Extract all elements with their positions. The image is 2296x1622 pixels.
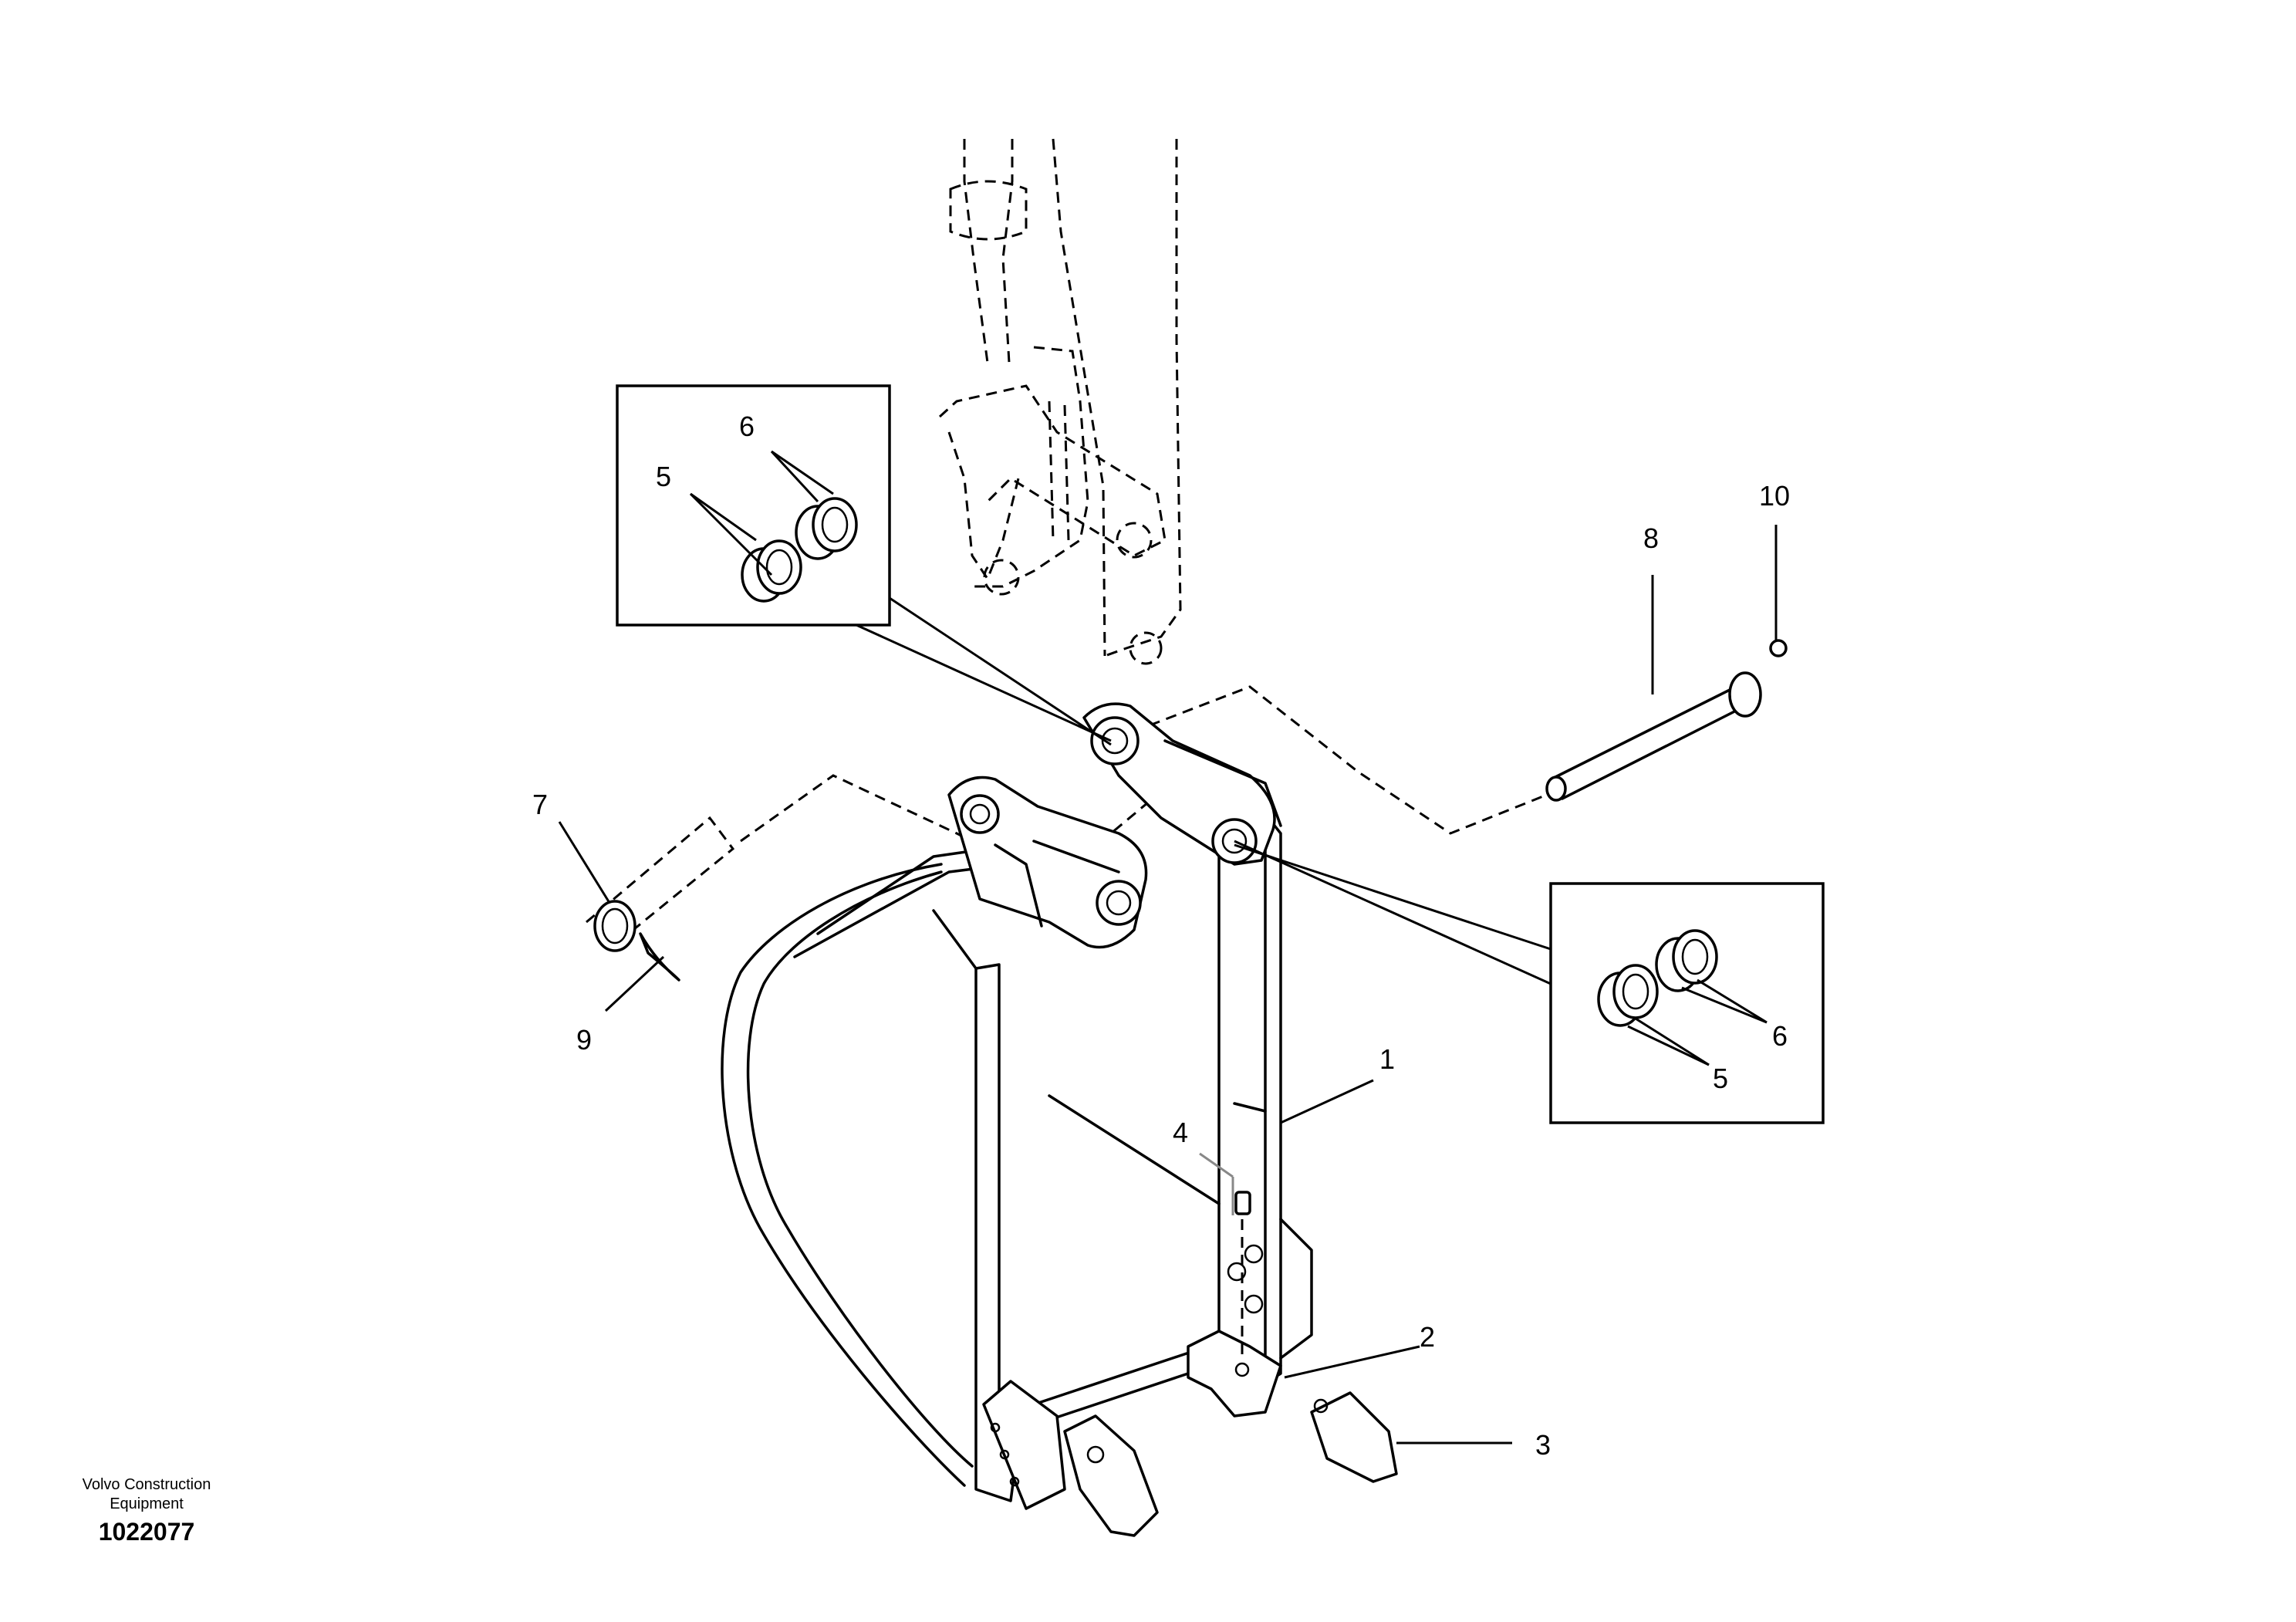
callout-5-right: 5 bbox=[1713, 1063, 1728, 1094]
pin-8 bbox=[1545, 639, 1788, 802]
callout-7: 7 bbox=[532, 789, 548, 820]
callout-6-right: 6 bbox=[1772, 1020, 1788, 1052]
company-name-line1: Volvo Construction bbox=[83, 1476, 211, 1493]
detail-box-right bbox=[1549, 882, 1825, 1124]
leader-lines bbox=[558, 450, 1778, 1445]
dashed-arm-outline bbox=[938, 138, 1182, 665]
document-number: 1022077 bbox=[99, 1518, 195, 1546]
pin-7 bbox=[586, 816, 735, 952]
callout-8: 8 bbox=[1643, 522, 1659, 554]
bucket-ears bbox=[947, 702, 1282, 949]
tooth-3 bbox=[1310, 1391, 1398, 1483]
callout-5-upper: 5 bbox=[656, 461, 671, 492]
washer-group-right bbox=[1597, 929, 1718, 1027]
callout-9: 9 bbox=[576, 1024, 592, 1056]
clip-9 bbox=[639, 932, 680, 982]
callout-1: 1 bbox=[1379, 1043, 1395, 1075]
callout-6-upper: 6 bbox=[739, 411, 755, 442]
pin-path-upper bbox=[1149, 685, 1567, 835]
company-name-line2: Equipment bbox=[110, 1495, 184, 1512]
callout-4: 4 bbox=[1173, 1117, 1188, 1148]
bucket bbox=[721, 793, 1313, 1537]
washer-group-upper bbox=[741, 497, 858, 603]
callout-10: 10 bbox=[1759, 480, 1790, 512]
callout-2: 2 bbox=[1420, 1321, 1435, 1353]
callout-3: 3 bbox=[1535, 1429, 1551, 1461]
